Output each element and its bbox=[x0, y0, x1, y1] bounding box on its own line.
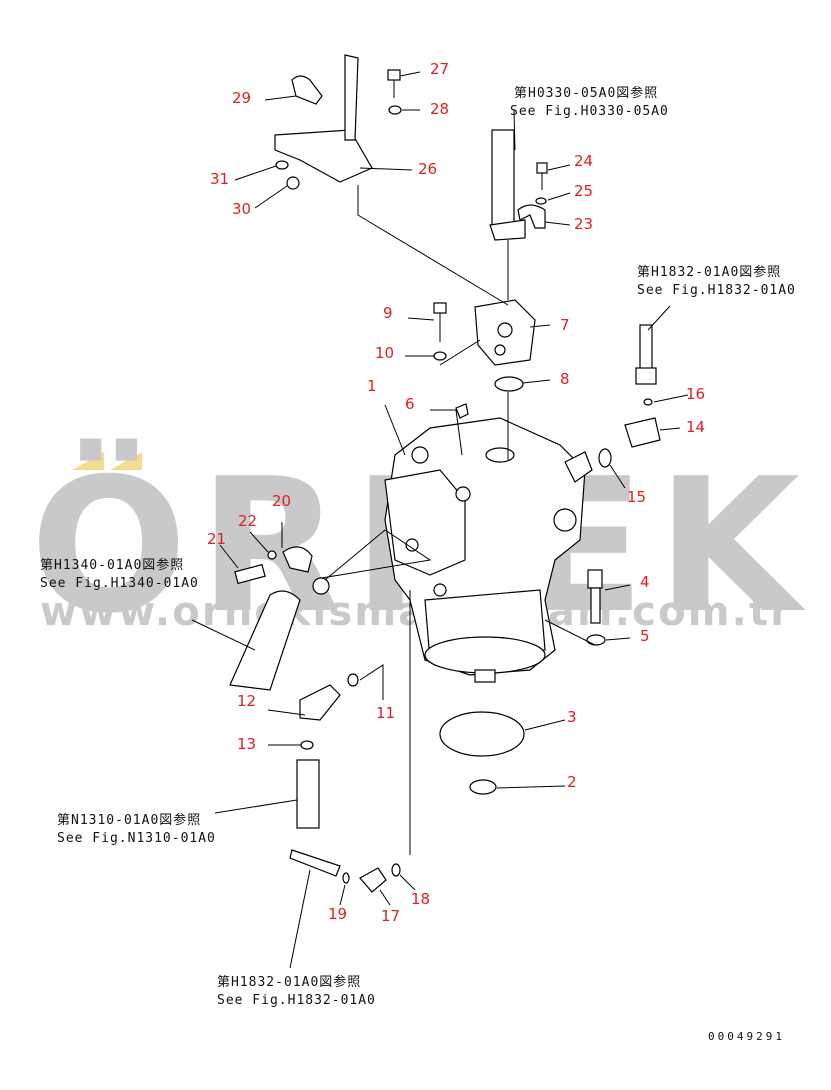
part-label-6[interactable]: 6 bbox=[405, 395, 415, 413]
reference-en[interactable]: See Fig.N1310-01A0 bbox=[57, 831, 216, 846]
reference-en[interactable]: See Fig.H0330-05A0 bbox=[510, 104, 669, 119]
part-label-11[interactable]: 11 bbox=[376, 704, 395, 722]
part-label-27[interactable]: 27 bbox=[430, 60, 449, 78]
part-label-28[interactable]: 28 bbox=[430, 100, 449, 118]
part-label-19[interactable]: 19 bbox=[328, 905, 347, 923]
part-label-18[interactable]: 18 bbox=[411, 890, 430, 908]
parts bbox=[229, 54, 661, 893]
part-labels: 29 27 28 26 31 30 24 25 23 9 7 10 8 1 6 … bbox=[207, 60, 705, 925]
watermark-accent bbox=[72, 452, 104, 470]
part-label-3[interactable]: 3 bbox=[567, 708, 577, 726]
part-label-10[interactable]: 10 bbox=[375, 344, 394, 362]
part-label-13[interactable]: 13 bbox=[237, 735, 256, 753]
reference-en[interactable]: See Fig.H1832-01A0 bbox=[637, 283, 796, 298]
part-label-1[interactable]: 1 bbox=[367, 377, 377, 395]
part-label-9[interactable]: 9 bbox=[383, 304, 393, 322]
part-label-8[interactable]: 8 bbox=[560, 370, 570, 388]
part-label-22[interactable]: 22 bbox=[238, 512, 257, 530]
reference-jp: 第H1832-01A0図参照 bbox=[637, 264, 781, 280]
part-label-14[interactable]: 14 bbox=[686, 418, 705, 436]
part-label-7[interactable]: 7 bbox=[560, 316, 570, 334]
part-label-23[interactable]: 23 bbox=[574, 215, 593, 233]
part-label-26[interactable]: 26 bbox=[418, 160, 437, 178]
part-label-30[interactable]: 30 bbox=[232, 200, 251, 218]
part-label-20[interactable]: 20 bbox=[272, 492, 291, 510]
reference-en[interactable]: See Fig.H1832-01A0 bbox=[217, 993, 376, 1008]
reference-jp: 第H0330-05A0図参照 bbox=[514, 85, 658, 101]
figure-references: 第H0330-05A0図参照 See Fig.H0330-05A0 第H1832… bbox=[40, 85, 796, 1008]
reference-jp: 第H1832-01A0図参照 bbox=[217, 974, 361, 990]
part-label-31[interactable]: 31 bbox=[210, 170, 229, 188]
part-label-24[interactable]: 24 bbox=[574, 152, 593, 170]
drawing-code: 00049291 bbox=[708, 1030, 785, 1043]
part-label-21[interactable]: 21 bbox=[207, 530, 226, 548]
part-label-25[interactable]: 25 bbox=[574, 182, 593, 200]
part-label-29[interactable]: 29 bbox=[232, 89, 251, 107]
part-label-4[interactable]: 4 bbox=[640, 573, 650, 591]
part-label-2[interactable]: 2 bbox=[567, 773, 577, 791]
watermark-accent bbox=[110, 452, 142, 470]
part-label-12[interactable]: 12 bbox=[237, 692, 256, 710]
leader-lines bbox=[191, 71, 689, 969]
reference-jp: 第H1340-01A0図参照 bbox=[40, 557, 184, 573]
part-label-5[interactable]: 5 bbox=[640, 627, 650, 645]
swing-motor-assembly bbox=[384, 417, 593, 683]
reference-jp: 第N1310-01A0図参照 bbox=[57, 812, 201, 828]
part-label-16[interactable]: 16 bbox=[686, 385, 705, 403]
part-label-17[interactable]: 17 bbox=[381, 907, 400, 925]
reference-en[interactable]: See Fig.H1340-01A0 bbox=[40, 576, 199, 591]
part-label-15[interactable]: 15 bbox=[627, 488, 646, 506]
